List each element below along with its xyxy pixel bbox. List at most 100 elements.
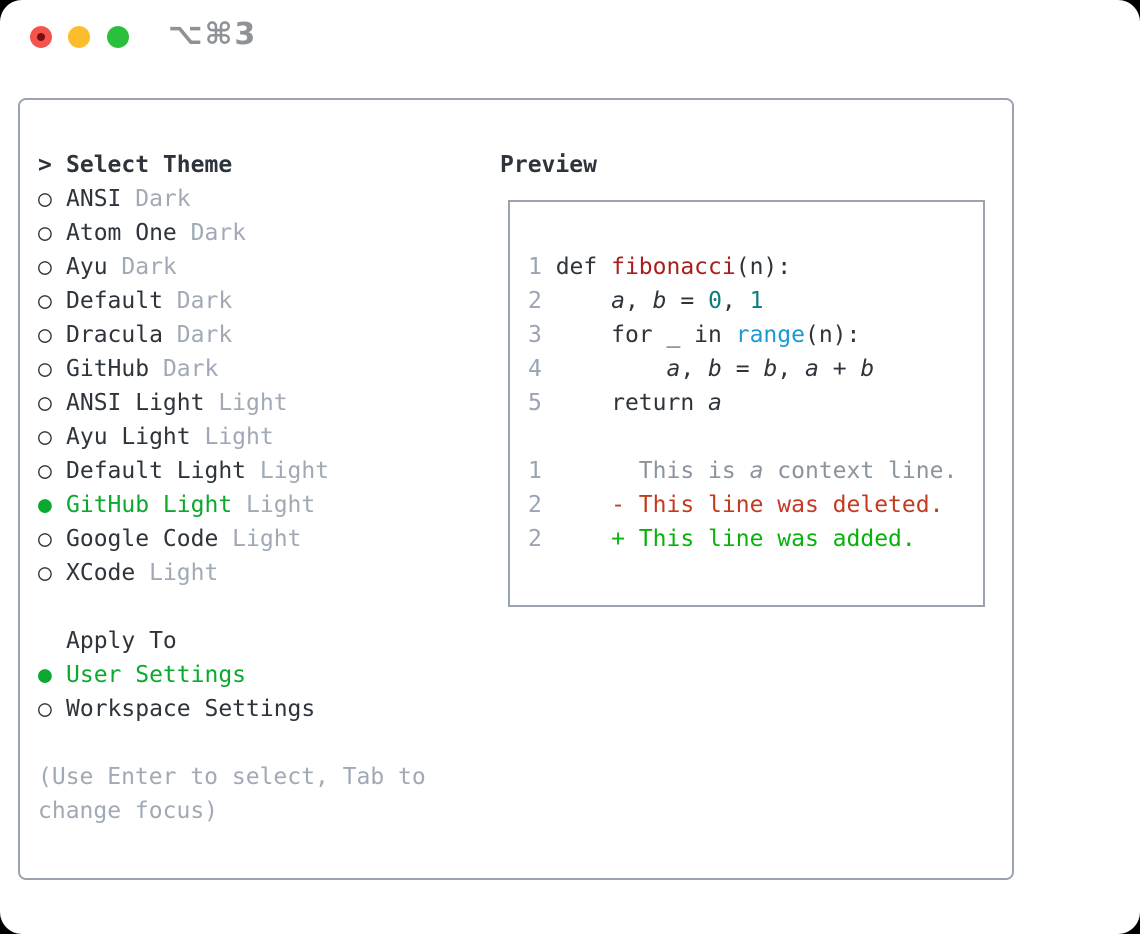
apply-option-workspace-settings[interactable]: ○Workspace Settings [38, 692, 426, 726]
code-segment-p: , [680, 356, 709, 382]
radio-icon: ○ [38, 424, 52, 450]
line-number: 2 [528, 526, 542, 552]
theme-variant-badge: Dark [135, 186, 191, 212]
section-gap [38, 590, 426, 624]
title-bar: ⌥⌘3 [0, 0, 1140, 98]
theme-name: Default [66, 288, 163, 314]
apply-option-user-settings[interactable]: ● User Settings [38, 658, 426, 692]
theme-name: ANSI [66, 186, 122, 212]
zoom-button[interactable] [107, 26, 129, 48]
preview-line: 4 a, b = b, a + b [528, 352, 983, 386]
selected-radio-icon: ● [38, 492, 52, 518]
preview-line [528, 420, 983, 454]
theme-item-ayu[interactable]: ○ Ayu Dark [38, 250, 426, 284]
code-segment-num: 0 [708, 288, 722, 314]
theme-variant-badge: Dark [176, 288, 233, 314]
preview-line: 5 return a [528, 386, 983, 420]
code-segment-p: def [555, 254, 612, 280]
theme-name: Default Light [66, 458, 247, 484]
code-segment-num: 1 [749, 288, 764, 314]
theme-variant-badge: Dark [190, 220, 247, 246]
code-segment-ctx: context line. [763, 458, 958, 484]
theme-variant-badge: Light [218, 390, 288, 416]
code-segment-del: - This line was deleted. [555, 492, 944, 518]
theme-name: GitHub Light [66, 492, 233, 518]
code-segment-cvar: a [749, 458, 764, 484]
code-segment-p [556, 356, 667, 382]
code-segment-p: , [721, 288, 750, 314]
line-number: 1 [528, 254, 542, 280]
preview-line: 2 - This line was deleted. [528, 488, 983, 522]
theme-variant-badge: Light [149, 560, 219, 586]
radio-icon: ○ [38, 356, 52, 382]
select-theme-header: > Select Theme [38, 148, 426, 182]
apply-option-label: User Settings [66, 662, 247, 688]
theme-item-atom-one[interactable]: ○ Atom One Dark [38, 216, 426, 250]
selected-radio-icon: ● [38, 662, 52, 688]
window-title: ⌥⌘3 [168, 17, 258, 52]
line-number: 4 [528, 356, 542, 382]
radio-icon: ○ [38, 526, 52, 552]
code-segment-p: , [777, 356, 806, 382]
theme-name: XCode [66, 560, 136, 586]
radio-icon: ○ [38, 696, 52, 722]
theme-item-ansi-light[interactable]: ○ ANSI Light Light [38, 386, 426, 420]
prompt-caret-icon: > [38, 152, 52, 178]
radio-icon: ○ [38, 254, 52, 280]
code-segment-p: (n): [804, 322, 861, 348]
theme-item-default[interactable]: ○ Default Dark [38, 284, 426, 318]
theme-name: GitHub [66, 356, 150, 382]
line-number: 3 [528, 322, 542, 348]
code-segment-p: (n): [735, 254, 792, 280]
radio-icon: ○ [38, 322, 52, 348]
close-button[interactable] [30, 26, 52, 48]
preview-line: 1 This is a context line. [528, 454, 983, 488]
theme-variant-badge: Dark [121, 254, 177, 280]
minimize-button[interactable] [68, 26, 90, 48]
apply-to-header-label: Apply To [66, 628, 177, 654]
preview-line: 2 + This line was added. [528, 522, 983, 556]
code-segment-var: a [666, 356, 681, 382]
line-number: 1 [528, 458, 542, 484]
code-segment-p: = [721, 356, 764, 382]
code-segment-bi: range [735, 322, 805, 348]
line-number: 2 [528, 492, 542, 518]
code-segment-var: a [805, 356, 819, 382]
code-segment-p: = [666, 288, 709, 314]
code-segment-fn: fibonacci [611, 254, 736, 280]
section-gap [38, 726, 426, 760]
code-segment-p: , [624, 288, 653, 314]
code-segment-add: + This line was added. [555, 526, 916, 552]
theme-name: Ayu [66, 254, 108, 280]
select-theme-header-label: Select Theme [66, 152, 233, 178]
apply-to-header: Apply To [38, 624, 426, 658]
radio-icon: ○ [38, 220, 52, 246]
close-icon [37, 33, 45, 41]
preview-line: 3 for _ in range(n): [528, 318, 983, 352]
line-number: 5 [528, 390, 542, 416]
code-segment-p [556, 288, 611, 314]
theme-variant-badge: Light [259, 458, 330, 484]
theme-name: Ayu Light [66, 424, 191, 450]
theme-name: Atom One [66, 220, 177, 246]
radio-icon: ○ [38, 288, 52, 314]
theme-name: ANSI Light [66, 390, 205, 416]
theme-name: Dracula [66, 322, 163, 348]
code-segment-var: b [708, 356, 722, 382]
help-text-line-1: (Use Enter to select, Tab to [38, 764, 426, 790]
radio-icon: ○ [38, 390, 52, 416]
code-segment-var: b [652, 288, 667, 314]
